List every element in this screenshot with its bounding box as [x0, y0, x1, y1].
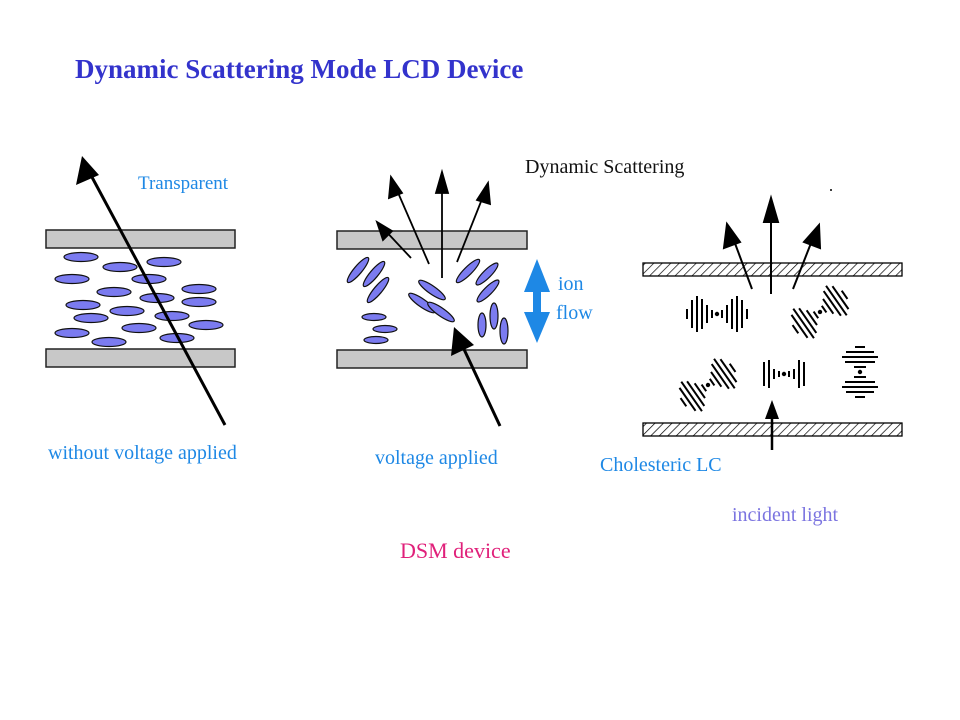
flow-label: flow	[556, 302, 593, 324]
incident-light-label: incident light	[732, 504, 839, 526]
scattered-light-arrows	[722, 194, 822, 294]
dsm-device-caption: DSM device	[400, 538, 511, 563]
light-ray-arrowhead	[76, 156, 99, 185]
lc-molecule	[54, 327, 90, 339]
helix-domain	[842, 346, 878, 398]
lc-molecule	[54, 273, 90, 285]
lc-molecule	[372, 324, 398, 334]
lc-molecule	[362, 260, 386, 288]
top-glass-plate	[336, 230, 528, 250]
scattered-light-arrows	[375, 168, 492, 278]
ion-label: ion	[558, 273, 584, 295]
lc-molecule	[499, 317, 509, 345]
lc-molecule	[65, 299, 101, 311]
without-voltage-label: without voltage applied	[48, 442, 237, 464]
stray-dot	[830, 189, 832, 191]
panel-off-state	[45, 156, 236, 426]
incident-light-arrowhead	[451, 327, 474, 356]
incident-light-arrow	[460, 344, 502, 427]
ion-flow-arrow	[524, 259, 550, 343]
helix-domain	[763, 360, 805, 388]
panel-cholesteric	[642, 189, 903, 450]
cholesteric-lc-label: Cholesteric LC	[600, 454, 722, 476]
lc-molecule	[427, 301, 455, 323]
lc-molecule	[121, 322, 157, 334]
lc-molecule	[489, 302, 499, 330]
lc-molecule	[73, 312, 109, 324]
bottom-glass-plate	[45, 348, 236, 368]
light-ray-arrow	[84, 165, 227, 426]
lc-molecule	[154, 310, 190, 322]
lc-molecule	[181, 283, 217, 295]
bottom-glass-plate	[336, 349, 528, 369]
lc-molecule	[363, 335, 389, 345]
cholesteric-helices	[678, 285, 878, 412]
lc-molecule	[418, 279, 446, 301]
lc-molecule	[181, 296, 217, 308]
lc-molecule	[146, 256, 182, 268]
dynamic-scattering-heading: Dynamic Scattering	[525, 156, 685, 178]
lc-molecule	[346, 256, 370, 284]
helix-domain	[790, 285, 850, 339]
lc-molecule	[477, 312, 487, 338]
lc-molecule	[109, 305, 145, 317]
transparent-label: Transparent	[138, 173, 229, 194]
turbulent-molecules	[346, 256, 509, 345]
lc-molecule	[455, 258, 481, 284]
panel-on-state	[336, 168, 550, 427]
lc-molecule	[475, 262, 499, 286]
top-hatched-plate	[642, 262, 903, 277]
helix-domain	[678, 358, 738, 412]
helix-domain	[686, 296, 748, 332]
lc-molecule	[102, 261, 138, 273]
voltage-applied-label: voltage applied	[375, 447, 498, 469]
lc-molecule	[366, 276, 390, 304]
incident-light-arrowhead	[765, 400, 779, 419]
lc-molecule	[361, 312, 387, 322]
lc-molecule	[188, 319, 224, 331]
top-glass-plate	[45, 229, 236, 249]
lc-molecule	[476, 279, 500, 303]
aligned-molecules	[54, 251, 224, 348]
lc-molecule	[63, 251, 99, 263]
lc-molecule	[96, 286, 132, 298]
lc-molecule	[91, 336, 127, 348]
page-title: Dynamic Scattering Mode LCD Device	[75, 54, 524, 84]
